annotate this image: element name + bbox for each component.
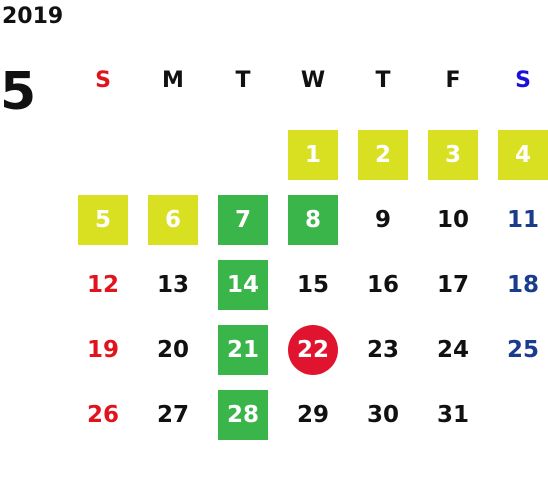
calendar-day-cell[interactable]: 3 bbox=[418, 122, 488, 187]
calendar-day-cell[interactable]: 14 bbox=[208, 252, 278, 317]
weekday-sunday: S bbox=[95, 68, 111, 93]
calendar-day-cell[interactable]: 21 bbox=[208, 317, 278, 382]
calendar-day-cell[interactable]: 6 bbox=[138, 187, 208, 252]
calendar-day-number: 18 bbox=[506, 271, 539, 298]
weekday-monday: M bbox=[162, 68, 184, 93]
calendar-day-cell[interactable]: 13 bbox=[138, 252, 208, 317]
calendar-day-number: 23 bbox=[366, 336, 399, 363]
calendar-day-number: 26 bbox=[86, 401, 119, 428]
calendar-day-cell[interactable]: 7 bbox=[208, 187, 278, 252]
calendar-day-cell[interactable]: 1 bbox=[278, 122, 348, 187]
weekday-thursday: T bbox=[375, 68, 391, 93]
weekday-tuesday: T bbox=[235, 68, 251, 93]
calendar-day-cell[interactable]: 2 bbox=[348, 122, 418, 187]
calendar-day-number: 9 bbox=[374, 206, 391, 233]
calendar-day-cell[interactable]: 22 bbox=[278, 317, 348, 382]
calendar-day-number: 7 bbox=[218, 194, 268, 245]
calendar-day-cell[interactable]: 16 bbox=[348, 252, 418, 317]
calendar-day-cell[interactable]: 11 bbox=[488, 187, 548, 252]
calendar-day-cell[interactable]: 19 bbox=[68, 317, 138, 382]
calendar-day-number: 1 bbox=[288, 129, 338, 180]
calendar-day-cell[interactable]: 12 bbox=[68, 252, 138, 317]
calendar-day-number: 29 bbox=[296, 401, 329, 428]
calendar-day-cell[interactable]: 27 bbox=[138, 382, 208, 447]
calendar-day-number: 14 bbox=[218, 259, 268, 310]
calendar-day-number: 3 bbox=[428, 129, 478, 180]
calendar-day-cell[interactable]: 23 bbox=[348, 317, 418, 382]
calendar-day-number: 2 bbox=[358, 129, 408, 180]
calendar-day-cell[interactable]: 5 bbox=[68, 187, 138, 252]
calendar-day-number: 8 bbox=[288, 194, 338, 245]
calendar-day-cell[interactable]: 24 bbox=[418, 317, 488, 382]
calendar-day-number: 19 bbox=[86, 336, 119, 363]
calendar-day-cell[interactable]: 26 bbox=[68, 382, 138, 447]
calendar-year: 2019 bbox=[2, 4, 64, 29]
calendar-day-cell[interactable]: 15 bbox=[278, 252, 348, 317]
calendar-month: 5 bbox=[0, 62, 37, 122]
weekday-friday: F bbox=[445, 68, 461, 93]
calendar-day-cell[interactable]: 17 bbox=[418, 252, 488, 317]
calendar-day-today: 22 bbox=[288, 324, 338, 375]
calendar-day-number: 4 bbox=[498, 129, 548, 180]
calendar-day-number: 11 bbox=[506, 206, 539, 233]
calendar-day-number: 25 bbox=[506, 336, 539, 363]
calendar-day-cell[interactable]: 28 bbox=[208, 382, 278, 447]
calendar-day-number: 20 bbox=[156, 336, 189, 363]
weekday-saturday: S bbox=[515, 68, 531, 93]
calendar-day-number: 16 bbox=[366, 271, 399, 298]
calendar-day-number: 5 bbox=[78, 194, 128, 245]
calendar-day-cell[interactable]: 29 bbox=[278, 382, 348, 447]
calendar-day-number: 31 bbox=[436, 401, 469, 428]
calendar-day-number: 28 bbox=[218, 389, 268, 440]
calendar-day-cell[interactable]: 8 bbox=[278, 187, 348, 252]
calendar-day-cell[interactable]: 30 bbox=[348, 382, 418, 447]
calendar-day-number: 21 bbox=[218, 324, 268, 375]
calendar-day-cell[interactable]: 10 bbox=[418, 187, 488, 252]
calendar-day-number: 10 bbox=[436, 206, 469, 233]
calendar-day-cell[interactable]: 31 bbox=[418, 382, 488, 447]
calendar-day-cell[interactable]: 4 bbox=[488, 122, 548, 187]
calendar-day-number: 27 bbox=[156, 401, 189, 428]
calendar-day-number: 12 bbox=[86, 271, 119, 298]
calendar-day-number: 6 bbox=[148, 194, 198, 245]
weekday-wednesday: W bbox=[300, 68, 326, 93]
calendar-day-cell[interactable]: 18 bbox=[488, 252, 548, 317]
calendar-day-cell[interactable]: 9 bbox=[348, 187, 418, 252]
calendar-day-number: 17 bbox=[436, 271, 469, 298]
calendar-day-number: 24 bbox=[436, 336, 469, 363]
weekday-header-row: S M T W T F S bbox=[68, 66, 548, 96]
calendar-day-cell[interactable]: 20 bbox=[138, 317, 208, 382]
calendar-day-number: 15 bbox=[296, 271, 329, 298]
calendar-day-cell[interactable]: 25 bbox=[488, 317, 548, 382]
calendar-day-number: 30 bbox=[366, 401, 399, 428]
calendar-day-number: 13 bbox=[156, 271, 189, 298]
